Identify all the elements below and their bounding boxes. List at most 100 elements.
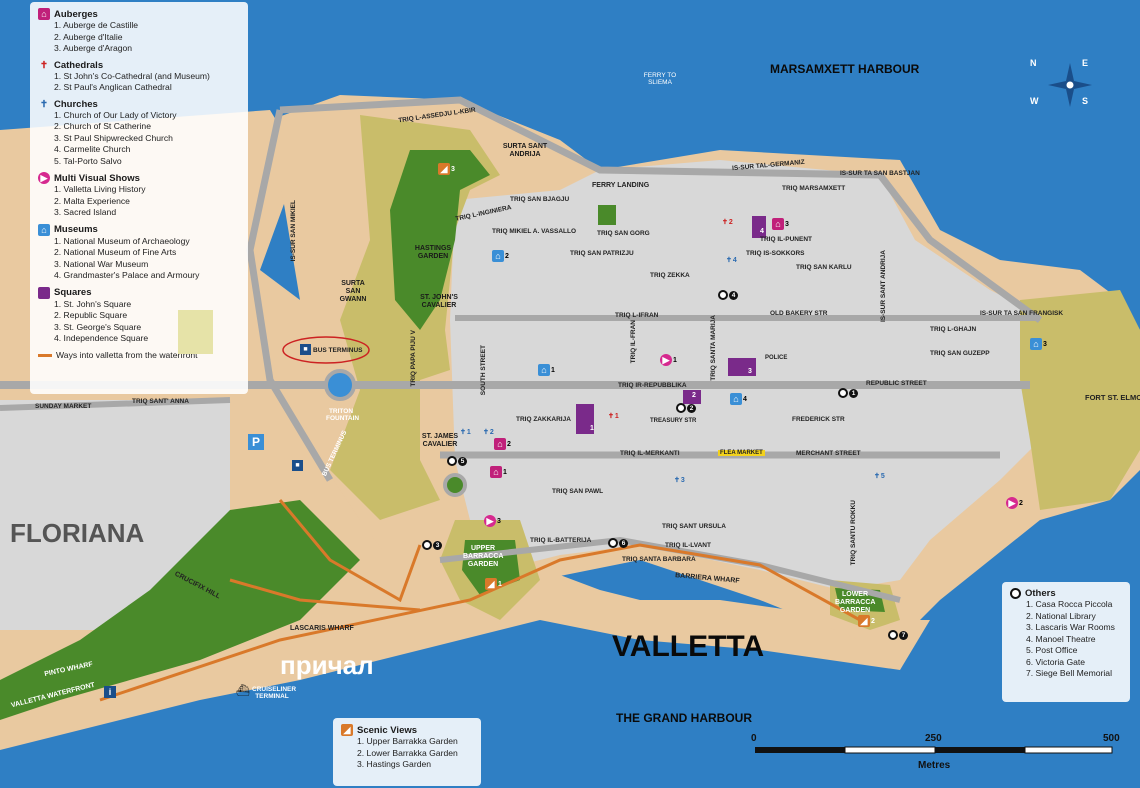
- church-5-marker[interactable]: ✝5: [874, 472, 885, 481]
- floriana-green: [0, 500, 360, 720]
- view-icon: ◢: [341, 724, 353, 736]
- other-number: 3: [433, 540, 442, 550]
- legend-panel: ⌂Auberges 1. Auberge de Castille 2. Aube…: [30, 2, 248, 394]
- church-cross-icon: ✝: [674, 477, 680, 484]
- other-7-marker[interactable]: 7: [888, 630, 908, 640]
- bus-icon: ■: [300, 344, 311, 355]
- cathedral-number: 1: [614, 412, 619, 420]
- auberge-2-marker[interactable]: ⌂2: [494, 438, 511, 450]
- circle-icon: [676, 403, 686, 413]
- legend-item: 1. Upper Barrakka Garden: [357, 736, 458, 746]
- view-number: 2: [871, 617, 875, 625]
- street-is-sur-san-bastjan: IS-SUR TA SAN BASTJAN: [840, 170, 920, 177]
- legend-shows-title: Multi Visual Shows: [54, 172, 140, 184]
- view-icon: ◢: [485, 578, 497, 590]
- church-cross-icon: ✝: [460, 429, 466, 436]
- circle-icon: [718, 290, 728, 300]
- auberge-3-marker[interactable]: ⌂3: [772, 218, 789, 230]
- auberge-number: 2: [507, 440, 511, 448]
- square-1-number: 1: [590, 425, 594, 432]
- ship-icon: ⛴: [236, 685, 250, 697]
- legend-auberges: ⌂Auberges 1. Auberge de Castille 2. Aube…: [38, 8, 240, 55]
- street-sokkors: TRIQ IS-SOKKORS: [746, 250, 805, 257]
- square-2-marker: [683, 390, 701, 404]
- street-sant-ursula: TRIQ SANT URSULA: [662, 523, 726, 530]
- circle-icon: [422, 540, 432, 550]
- street-san-gorg: TRIQ SAN GORG: [597, 230, 650, 237]
- scale-bar-seg1: [755, 747, 845, 753]
- church-3-marker[interactable]: ✝3: [674, 476, 685, 485]
- museum-number: 3: [1043, 340, 1047, 348]
- legend-item: 2. St Paul's Anglican Cathedral: [54, 82, 172, 92]
- treasury-str-label: TREASURY STR: [650, 418, 697, 424]
- museum-4-marker[interactable]: ⌂4: [730, 393, 747, 405]
- church-2-marker[interactable]: ✝2: [483, 428, 494, 437]
- legend-item: 3. Lascaris War Rooms: [1026, 622, 1115, 632]
- street-il-punent: TRIQ IL-PUNENT: [760, 236, 812, 243]
- lascaris-wharf-label: LASCARIS WHARF: [290, 625, 354, 632]
- church-4-marker[interactable]: ✝4: [726, 256, 737, 265]
- fort-st-elmo-label: FORT ST. ELMO: [1085, 393, 1140, 402]
- legend-item: 2. Auberge d'Italie: [54, 31, 123, 42]
- hastings-garden-area: [390, 150, 490, 330]
- scenic-legend-panel: ◢Scenic Views 1. Upper Barrakka Garden 2…: [333, 718, 481, 786]
- circle-icon: [447, 456, 457, 466]
- other-6-marker[interactable]: 6: [608, 538, 628, 548]
- street-merchant: MERCHANT STREET: [796, 450, 861, 457]
- floriana-label: FLORIANA: [10, 518, 145, 548]
- other-number: 6: [619, 538, 628, 548]
- grand-harbour-label: THE GRAND HARBOUR: [616, 711, 752, 725]
- waterfront-route3: [229, 578, 421, 612]
- square-4-marker: [752, 216, 766, 238]
- lower-barracca-label: LOWER BARRACCA GARDEN: [835, 591, 876, 614]
- other-3-marker[interactable]: 3: [422, 540, 442, 550]
- street-zekka: TRIQ ZEKKA: [650, 272, 690, 279]
- auberge-1-marker[interactable]: ⌂1: [490, 466, 507, 478]
- map-title: VALLETTA: [612, 630, 765, 663]
- legend-item: 1. Auberge de Castille: [54, 20, 139, 30]
- square-icon: [38, 286, 50, 299]
- auberge-number: 1: [503, 468, 507, 476]
- show-3-marker[interactable]: ▶3: [484, 515, 501, 527]
- cathedral-1-marker[interactable]: ✝1: [608, 412, 619, 421]
- other-2-marker[interactable]: 2: [676, 403, 696, 413]
- museum-number: 2: [505, 252, 509, 260]
- others-legend-panel: Others 1. Casa Rocca Piccola 2. National…: [1002, 582, 1130, 702]
- street-papa-piju: TRIQ PAPA PIJU V: [410, 330, 417, 387]
- museum-icon: ⌂: [730, 393, 742, 405]
- other-4-marker[interactable]: 4: [718, 290, 738, 300]
- view-number: 3: [451, 165, 455, 173]
- auberge-icon: ⌂: [494, 438, 506, 450]
- view-3-marker[interactable]: ◢3: [438, 163, 455, 175]
- square-2-number: 2: [692, 392, 696, 399]
- street-zakkarija: TRIQ ZAKKARIJA: [516, 416, 571, 423]
- view-2-marker[interactable]: ◢2: [858, 615, 875, 627]
- show-number: 1: [673, 356, 677, 364]
- street-old-bakery: OLD BAKERY STR: [770, 310, 828, 317]
- prichal-label: причал: [280, 650, 374, 680]
- legend-item: 2. Church of St Catherine: [54, 121, 151, 131]
- other-5-marker[interactable]: 5: [447, 456, 467, 466]
- museum-2-marker[interactable]: ⌂2: [492, 250, 509, 262]
- museum-3-marker[interactable]: ⌂3: [1030, 338, 1047, 350]
- view-1-marker[interactable]: ◢1: [485, 578, 502, 590]
- street-triq-il-fran: TRIQ IL-FRAN: [630, 320, 637, 364]
- cathedral-2-marker[interactable]: ✝2: [722, 218, 733, 227]
- show-1-marker[interactable]: ▶1: [660, 354, 677, 366]
- church-1-marker[interactable]: ✝1: [460, 428, 471, 437]
- legend-item: 2. National Museum of Fine Arts: [54, 247, 177, 257]
- street-san-karlu: TRIQ SAN KARLU: [796, 264, 852, 271]
- street-san-mikiel: IS-SUR SAN MIKIEL: [290, 200, 297, 262]
- church-number: 4: [732, 256, 737, 264]
- legend-item: 2. Republic Square: [54, 310, 128, 320]
- circle-icon: [838, 388, 848, 398]
- other-number: 5: [458, 456, 467, 466]
- hastings-garden-label: HASTINGS GARDEN: [414, 245, 452, 260]
- legend-item: 3. Auberge d'Aragon: [54, 43, 133, 53]
- show-number: 3: [497, 517, 501, 525]
- show-2-marker[interactable]: ▶2: [1006, 497, 1023, 509]
- scale-label-0: 0: [751, 733, 757, 744]
- museum-1-marker[interactable]: ⌂1: [538, 364, 555, 376]
- police-label: POLICE: [765, 355, 788, 361]
- other-1-marker[interactable]: 1: [838, 388, 858, 398]
